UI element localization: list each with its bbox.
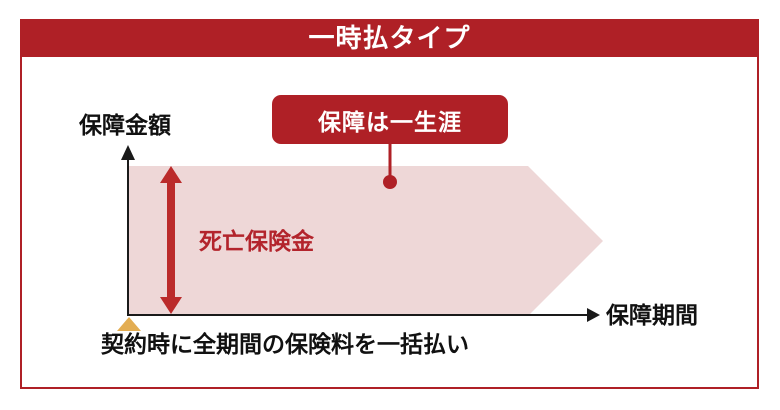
callout-label: 保障は一生涯	[318, 108, 462, 135]
lifetime-coverage-callout: 保障は一生涯	[272, 95, 508, 144]
y-axis-label: 保障金額	[79, 112, 171, 138]
x-axis-label: 保障期間	[606, 302, 698, 328]
death-benefit-label: 死亡保険金	[199, 228, 314, 254]
lump-sum-footnote: 契約時に全期間の保険料を一括払い	[101, 331, 469, 357]
panel-title: 一時払タイプ	[308, 23, 471, 53]
panel-header: 一時払タイプ	[20, 19, 759, 57]
